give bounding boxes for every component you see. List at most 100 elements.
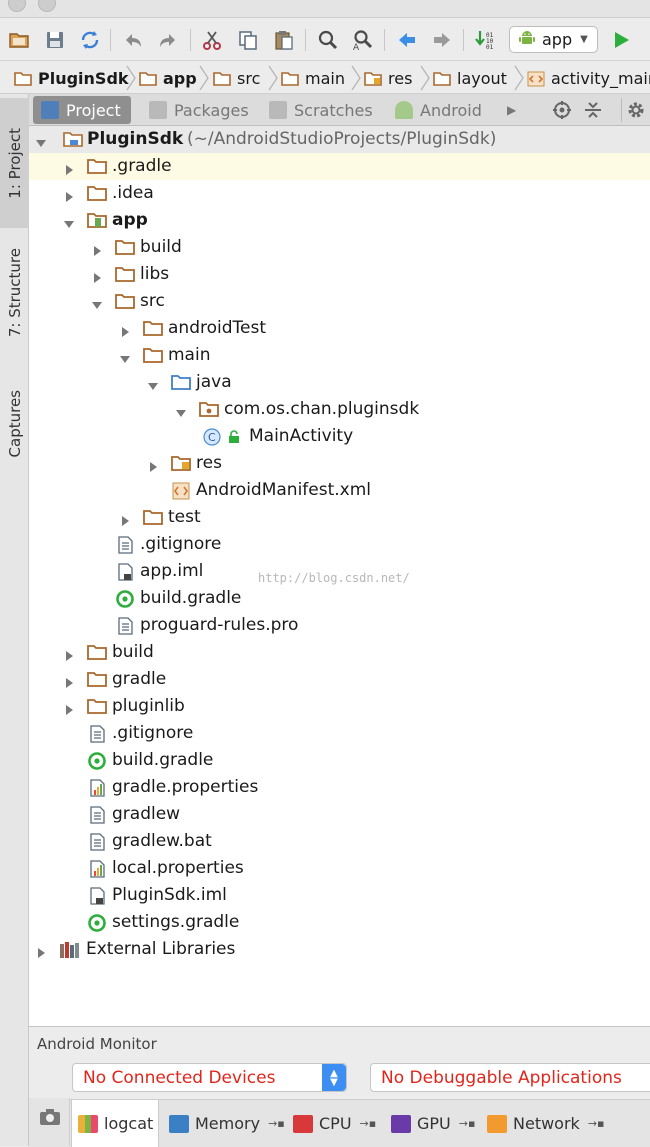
tree-row-gitignore[interactable]: .gitignore [29, 531, 650, 558]
tree-row-app-iml[interactable]: app.iml [29, 558, 650, 585]
tree-row-pluginsdk-iml[interactable]: PluginSdk.iml [29, 882, 650, 909]
chevron-right-icon[interactable] [63, 161, 75, 175]
tree-row-test[interactable]: test [29, 504, 650, 531]
tree-row-label: build.gradle [140, 588, 242, 608]
pin-icon[interactable]: →▪ [268, 1117, 285, 1130]
tab-gpu[interactable]: GPU →▪ [385, 1100, 481, 1147]
tree-root[interactable]: PluginSdk (~/AndroidStudioProjects/Plugi… [29, 126, 650, 153]
pin-icon[interactable]: →▪ [458, 1117, 476, 1130]
chevron-right-icon[interactable] [119, 323, 131, 337]
tab-logcat[interactable]: logcat [71, 1100, 159, 1147]
tab-memory[interactable]: Memory →▪ [163, 1100, 285, 1147]
breadcrumb-item-src[interactable]: src [213, 67, 260, 89]
sidebar-tab-structure[interactable]: 7: Structure [0, 230, 29, 356]
open-folder-icon[interactable] [6, 27, 32, 53]
tree-row-build[interactable]: build [29, 639, 650, 666]
pin-icon[interactable]: →▪ [359, 1117, 377, 1130]
run-icon[interactable] [608, 27, 634, 53]
breadcrumb-item-activity-main[interactable]: activity_main [527, 67, 650, 89]
camera-icon[interactable] [39, 1108, 61, 1130]
tab-project[interactable]: Project [33, 96, 131, 124]
chevron-down-icon[interactable] [175, 404, 187, 417]
tree-row-androidtest[interactable]: androidTest [29, 315, 650, 342]
save-icon[interactable] [42, 27, 68, 53]
sidebar-tab-project[interactable]: 1: Project [0, 98, 29, 228]
tree-row-gitignore[interactable]: .gitignore [29, 720, 650, 747]
undo-icon[interactable] [120, 27, 146, 53]
run-configuration-select[interactable]: app ▼ [509, 26, 598, 53]
breadcrumb-separator-icon [199, 65, 209, 91]
chevron-right-icon[interactable] [35, 944, 47, 958]
tree-row-app[interactable]: app [29, 207, 650, 234]
tree-row-gradle[interactable]: gradle [29, 666, 650, 693]
chevron-down-icon[interactable] [63, 215, 75, 228]
tree-row-src[interactable]: src [29, 288, 650, 315]
scroll-from-source-icon[interactable] [552, 100, 572, 124]
tree-row-build-gradle[interactable]: build.gradle [29, 747, 650, 774]
paste-icon[interactable] [271, 27, 297, 53]
chevron-right-icon[interactable] [91, 242, 103, 256]
breadcrumb-item-pluginsdk[interactable]: PluginSdk [14, 67, 129, 89]
cut-icon[interactable] [199, 27, 225, 53]
devices-select[interactable]: No Connected Devices ▲▼ [72, 1063, 347, 1092]
more-tabs-icon[interactable]: ▶ [507, 103, 517, 117]
gear-icon[interactable] [625, 99, 647, 125]
tree-row-gradle[interactable]: .gradle [29, 153, 650, 180]
forward-icon[interactable] [429, 27, 455, 53]
tree-row-res[interactable]: res [29, 450, 650, 477]
tree-row-main[interactable]: main [29, 342, 650, 369]
tree-row-proguard-rules-pro[interactable]: proguard-rules.pro [29, 612, 650, 639]
sidebar-tab-captures[interactable]: Captures [0, 368, 29, 480]
back-icon[interactable] [394, 27, 420, 53]
collapse-all-icon[interactable] [583, 100, 603, 124]
tree-row-build-gradle[interactable]: build.gradle [29, 585, 650, 612]
tab-scratches[interactable]: Scratches [261, 96, 381, 124]
chevron-right-icon[interactable] [119, 512, 131, 526]
tree-row-pluginlib[interactable]: pluginlib [29, 693, 650, 720]
chevron-right-icon[interactable] [63, 674, 75, 688]
apps-select[interactable]: No Debuggable Applications [370, 1063, 650, 1092]
chevron-right-icon[interactable] [63, 647, 75, 661]
tree-row-com-os-chan-pluginsdk[interactable]: com.os.chan.pluginsdk [29, 396, 650, 423]
tab-cpu[interactable]: CPU →▪ [287, 1100, 385, 1147]
tab-android[interactable]: Android [387, 96, 487, 124]
chevron-down-icon[interactable] [119, 350, 131, 363]
chevron-right-icon[interactable] [63, 188, 75, 202]
chevron-right-icon[interactable] [147, 458, 159, 472]
tree-row-gradlew[interactable]: gradlew [29, 801, 650, 828]
tab-packages[interactable]: Packages [141, 96, 251, 124]
chevron-down-icon[interactable] [147, 377, 159, 390]
chevron-right-icon[interactable] [63, 701, 75, 715]
minimize-window-button[interactable] [38, 0, 56, 12]
tree-row-settings-gradle[interactable]: settings.gradle [29, 909, 650, 936]
breadcrumb-item-layout[interactable]: layout [433, 67, 507, 89]
tab-network[interactable]: Network →▪ [481, 1100, 607, 1147]
chevron-down-icon[interactable] [91, 296, 103, 309]
tree-row-gradle-properties[interactable]: gradle.properties [29, 774, 650, 801]
tree-row-idea[interactable]: .idea [29, 180, 650, 207]
tree-row-java[interactable]: java [29, 369, 650, 396]
tree-row-label: .gradle [112, 156, 172, 176]
chevron-right-icon[interactable] [91, 269, 103, 283]
tree-row-label: gradle [112, 669, 167, 689]
xml-file-icon [171, 482, 191, 500]
close-window-button[interactable] [8, 0, 26, 12]
breadcrumb-item-res[interactable]: res [364, 67, 412, 89]
tree-row-androidmanifest-xml[interactable]: AndroidManifest.xml [29, 477, 650, 504]
tree-row-gradlew-bat[interactable]: gradlew.bat [29, 828, 650, 855]
tree-row-build[interactable]: build [29, 234, 650, 261]
pin-icon[interactable]: →▪ [587, 1117, 605, 1130]
sync-icon[interactable] [77, 27, 103, 53]
copy-icon[interactable] [235, 27, 261, 53]
breadcrumb-item-main[interactable]: main [281, 67, 345, 89]
tree-row-local-properties[interactable]: local.properties [29, 855, 650, 882]
replace-icon[interactable]: A [350, 27, 376, 53]
find-icon[interactable] [315, 27, 341, 53]
redo-icon[interactable] [155, 27, 181, 53]
breadcrumb-item-app[interactable]: app [139, 67, 197, 89]
tree-row-external-libraries[interactable]: External Libraries [29, 936, 650, 963]
chevron-down-icon[interactable] [35, 134, 47, 147]
tree-row-libs[interactable]: libs [29, 261, 650, 288]
